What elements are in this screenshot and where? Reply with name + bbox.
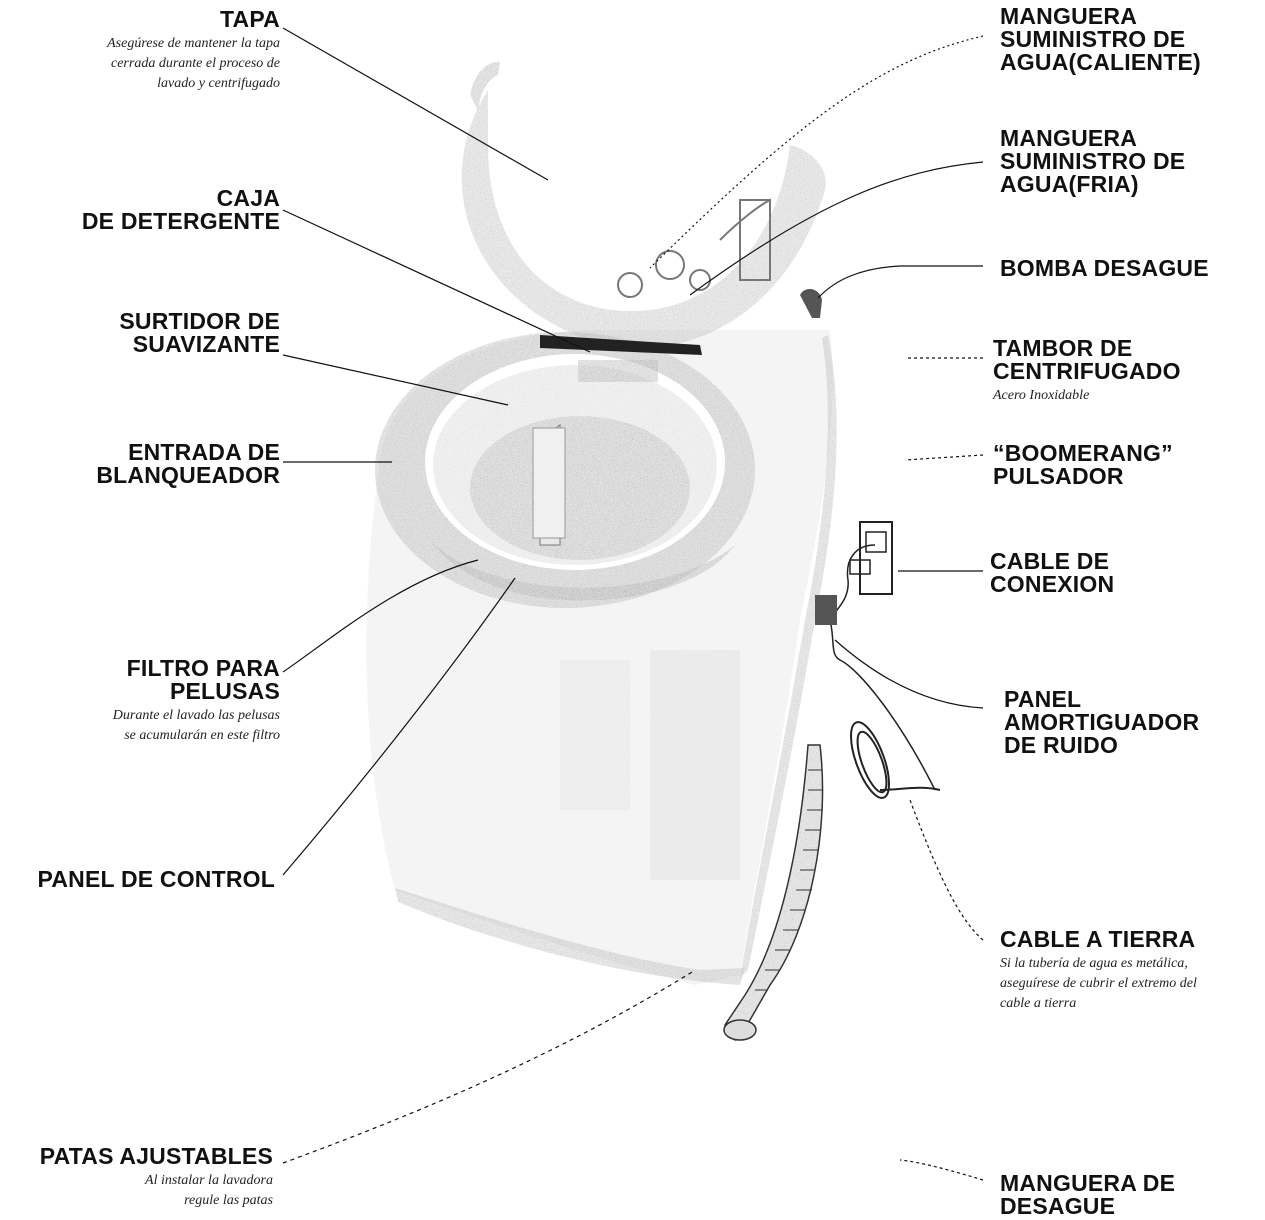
ground-cable-coil <box>843 718 940 803</box>
label-cable-tierra: CABLE A TIERRA Si la tubería de agua es … <box>1000 928 1197 1014</box>
leader-desague <box>900 1160 983 1180</box>
label-bomba-desague: BOMBA DESAGUE <box>1000 257 1209 280</box>
label-manguera-caliente: MANGUERA SUMINISTRO DE AGUA(CALIENTE) <box>1000 5 1201 74</box>
label-filtro-pelusas: FILTRO PARA PELUSAS Durante el lavado la… <box>113 657 280 746</box>
label-cable-conexion: CABLE DE CONEXION <box>990 550 1114 596</box>
label-title: MANGUERA SUMINISTRO DE AGUA(CALIENTE) <box>1000 5 1201 74</box>
label-title: MANGUERA DE DESAGUE <box>1000 1172 1175 1218</box>
label-note: Asegúrese de mantener la tapa cerrada du… <box>107 34 280 94</box>
label-title: “BOOMERANG” PULSADOR <box>993 442 1173 488</box>
label-note: Al instalar la lavadora regule las patas <box>40 1171 273 1211</box>
label-tapa: TAPA Asegúrese de mantener la tapa cerra… <box>107 8 280 94</box>
label-panel-control: PANEL DE CONTROL <box>38 868 275 891</box>
label-patas-ajustables: PATAS AJUSTABLES Al instalar la lavadora… <box>40 1145 273 1211</box>
drain-pump <box>800 289 822 318</box>
leader-caja <box>283 210 590 352</box>
lid <box>462 62 826 355</box>
label-title: MANGUERA SUMINISTRO DE AGUA(FRIA) <box>1000 127 1185 196</box>
label-manguera-desague: MANGUERA DE DESAGUE <box>1000 1172 1175 1218</box>
label-caja-detergente: CAJA DE DETERGENTE <box>82 187 280 233</box>
label-tambor: TAMBOR DE CENTRIFUGADO Acero Inoxidable <box>993 337 1181 406</box>
label-note: Durante el lavado las pelusas se acumula… <box>113 706 280 746</box>
label-note: Acero Inoxidable <box>993 386 1181 406</box>
leader-caliente <box>650 36 983 268</box>
leader-bomba <box>818 266 983 298</box>
leader-pulsador <box>905 455 983 460</box>
label-title: FILTRO PARA PELUSAS <box>113 657 280 703</box>
label-manguera-fria: MANGUERA SUMINISTRO DE AGUA(FRIA) <box>1000 127 1185 196</box>
label-title: CAJA DE DETERGENTE <box>82 187 280 233</box>
leader-tierra <box>910 800 983 940</box>
label-pulsador: “BOOMERANG” PULSADOR <box>993 442 1173 488</box>
leader-patas <box>283 972 692 1163</box>
label-title: BOMBA DESAGUE <box>1000 257 1209 280</box>
label-note: Si la tubería de agua es metálica, asegu… <box>1000 954 1197 1014</box>
label-title: TAMBOR DE CENTRIFUGADO <box>993 337 1181 383</box>
label-entrada-blanqueador: ENTRADA DE BLANQUEADOR <box>96 441 280 487</box>
tub-opening <box>375 332 755 608</box>
label-panel-amortiguador: PANEL AMORTIGUADOR DE RUIDO <box>1004 688 1199 757</box>
label-title: PANEL AMORTIGUADOR DE RUIDO <box>1004 688 1199 757</box>
label-title: PATAS AJUSTABLES <box>40 1145 273 1168</box>
label-title: SURTIDOR DE SUAVIZANTE <box>119 310 280 356</box>
label-title: PANEL DE CONTROL <box>38 868 275 891</box>
label-title: TAPA <box>107 8 280 31</box>
label-title: CABLE DE CONEXION <box>990 550 1114 596</box>
power-outlet <box>815 522 935 790</box>
label-title: CABLE A TIERRA <box>1000 928 1197 951</box>
label-title: ENTRADA DE BLANQUEADOR <box>96 441 280 487</box>
leader-tapa <box>283 28 548 180</box>
label-surtidor-suavizante: SURTIDOR DE SUAVIZANTE <box>119 310 280 356</box>
